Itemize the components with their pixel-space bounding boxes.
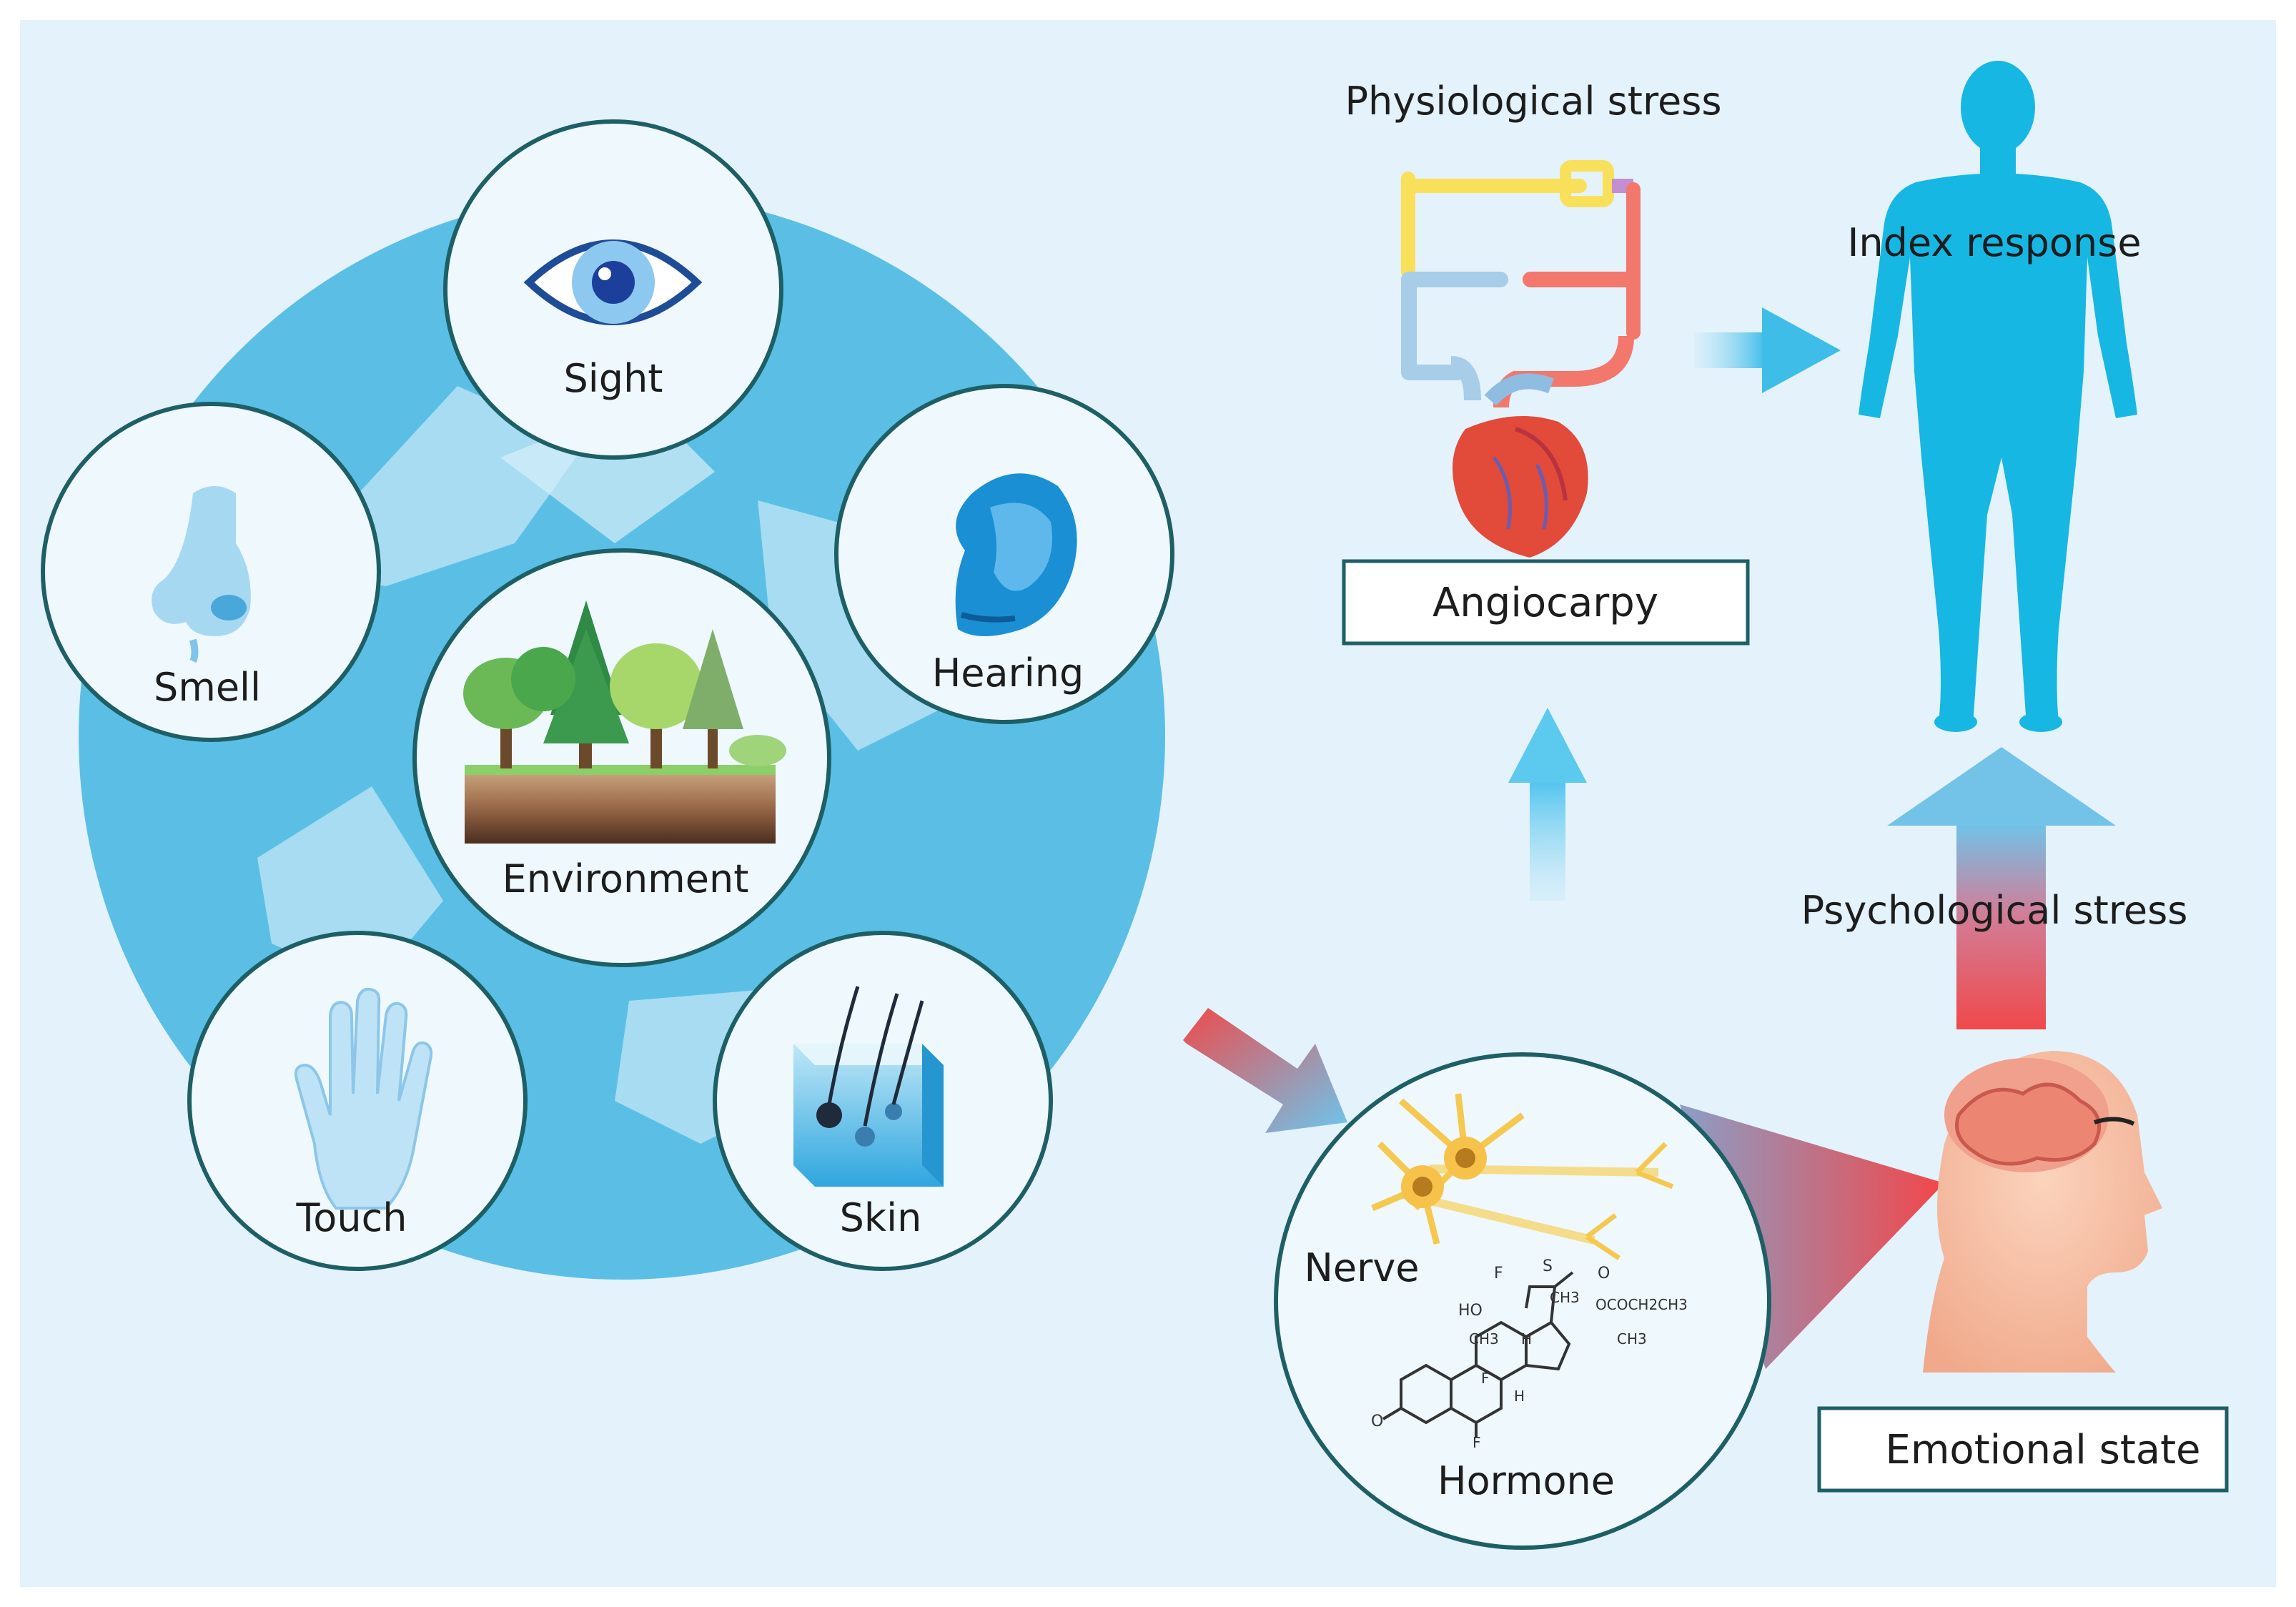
- emotional-state-box: Emotional state: [1817, 1406, 2229, 1493]
- sight-label: Sight: [564, 356, 663, 401]
- head-brain-icon: [1923, 1051, 2162, 1373]
- mol-h-b: H: [1514, 1388, 1525, 1405]
- human-body-icon: [1859, 61, 2137, 732]
- sense-skin: Skin: [713, 931, 1053, 1271]
- skin-block-icon: [793, 986, 944, 1187]
- psychological-stress-label: Psychological stress: [1801, 888, 2188, 933]
- nose-icon: [152, 486, 251, 663]
- nerve-hormone-circle: Nerve F S O HO CH3 CH3 CH3 H H F F OCOCH…: [1274, 1052, 1771, 1550]
- arrow-to-angiocarpy: [1508, 708, 1587, 901]
- hand-icon: [294, 987, 433, 1210]
- mol-ococh: OCOCH2CH3: [1595, 1296, 1688, 1313]
- mol-ch3-a: CH3: [1550, 1289, 1580, 1306]
- mol-o-ring: O: [1371, 1413, 1383, 1430]
- mol-ho: HO: [1458, 1302, 1483, 1320]
- sense-hearing: Hearing: [834, 384, 1174, 724]
- arrow-to-nerve-hormone: [1183, 1008, 1347, 1133]
- index-response-label: Index response: [1847, 220, 2141, 265]
- mol-f-b: F: [1473, 1434, 1481, 1451]
- mol-h-a: H: [1521, 1330, 1532, 1348]
- mol-s: S: [1543, 1257, 1553, 1275]
- forest-icon: [463, 600, 786, 844]
- environment-center: Environment: [412, 548, 831, 967]
- sense-touch: Touch: [187, 931, 528, 1271]
- hearing-label: Hearing: [932, 651, 1084, 696]
- mol-f: F: [1494, 1265, 1503, 1282]
- mol-ch3-b: CH3: [1469, 1330, 1499, 1348]
- arrow-to-index-response: [1694, 307, 1841, 393]
- mol-o: O: [1598, 1265, 1610, 1282]
- sense-sight: Sight: [443, 119, 783, 460]
- arrow-psychological-stress: [1887, 747, 2116, 1029]
- angiocarpy-box: Angiocarpy: [1342, 559, 1750, 646]
- mol-ch3-c: CH3: [1617, 1330, 1647, 1348]
- nerve-label: Nerve: [1305, 1245, 1420, 1290]
- neurons-icon: [1371, 1093, 1674, 1260]
- skin-label: Skin: [840, 1195, 922, 1240]
- heart-icon: [1401, 160, 1641, 558]
- eye-icon: [523, 239, 703, 325]
- angiocarpy-label: Angiocarpy: [1432, 580, 1658, 626]
- hormone-label: Hormone: [1438, 1458, 1615, 1503]
- molecule-icon: [1382, 1271, 1574, 1437]
- sense-smell: Smell: [41, 402, 381, 742]
- touch-label: Touch: [296, 1195, 407, 1240]
- emotional-state-label: Emotional state: [1886, 1427, 2201, 1473]
- mol-f-a: F: [1481, 1370, 1490, 1387]
- physiological-stress-label: Physiological stress: [1345, 79, 1721, 124]
- environment-label: Environment: [503, 856, 749, 901]
- ear-icon: [955, 473, 1077, 636]
- smell-label: Smell: [154, 665, 261, 710]
